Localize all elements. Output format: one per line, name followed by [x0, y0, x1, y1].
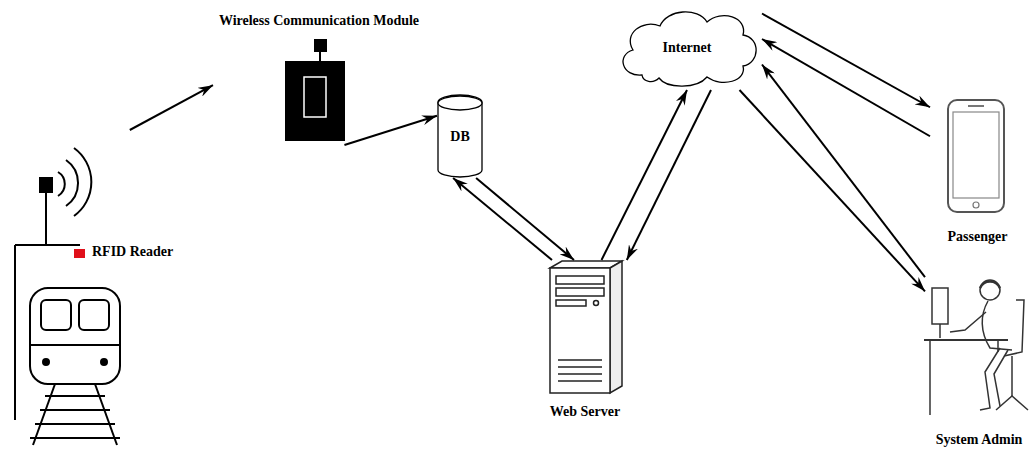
arm [950, 312, 986, 332]
sleeper [45, 395, 105, 397]
server-side [610, 261, 622, 393]
rail [95, 384, 117, 445]
phone-body [948, 100, 1004, 212]
sleeper [30, 437, 120, 439]
sleeper [40, 409, 110, 411]
node-label: Internet [663, 39, 712, 56]
leg [980, 348, 1000, 410]
system-admin: System Admin [925, 270, 1033, 448]
headlight [101, 359, 107, 365]
smartphone [948, 100, 1004, 212]
chair-base [996, 396, 1028, 410]
headset [980, 282, 1000, 288]
arrow-connector [602, 90, 688, 260]
node-label: DB [450, 128, 469, 145]
arrow-connector [762, 39, 930, 136]
arrow-connector [453, 178, 552, 260]
vent [558, 359, 602, 361]
rail [33, 384, 55, 445]
radio-wave [66, 160, 78, 206]
passenger-phone: Passenger [930, 100, 1025, 245]
admin-figure [924, 280, 1028, 415]
module-body [286, 62, 344, 140]
module-screen [304, 77, 326, 117]
module-antenna-stem [319, 51, 321, 62]
vent [558, 380, 602, 382]
train-window [79, 300, 109, 330]
phone-screen [953, 112, 999, 198]
monitor [932, 288, 948, 324]
monitor-stand [939, 324, 941, 338]
train-window [41, 300, 71, 330]
antenna [40, 178, 52, 192]
wireless-module [286, 40, 344, 140]
power-button [594, 301, 599, 306]
arrow-connector [130, 85, 213, 130]
arrow-connector [740, 90, 926, 291]
train-line [30, 344, 120, 346]
module-antenna [315, 40, 326, 51]
radio-wave [74, 148, 91, 216]
node-label: Wireless Communication Module [219, 12, 419, 29]
chair-post [1011, 356, 1013, 396]
server-tower [550, 261, 622, 393]
rfid-station: RFID Reader [5, 130, 200, 445]
radio-wave [58, 172, 65, 196]
node-label: RFID Reader [92, 243, 173, 260]
vent [558, 366, 602, 368]
vent [558, 373, 602, 375]
internet-cloud: Internet [612, 5, 762, 90]
rfid-reader [74, 249, 85, 258]
antenna-pole [45, 192, 47, 245]
web-server: Web Server [530, 260, 640, 420]
node-label: System Admin [936, 431, 1023, 448]
arrow-connector [476, 178, 574, 260]
arrow-connector [762, 14, 930, 108]
sleeper [35, 423, 115, 425]
node-label: Web Server [550, 403, 620, 420]
torso [982, 301, 1012, 350]
phone-speaker [968, 105, 984, 107]
phone-button [973, 202, 979, 208]
node-label: Passenger [948, 228, 1008, 245]
drive-bay [556, 300, 586, 306]
database-cylinder: DB [437, 95, 483, 178]
headlight [43, 359, 49, 365]
chair-back [1004, 300, 1024, 356]
drive-bay [556, 288, 604, 296]
leg [994, 350, 1008, 406]
train-body [30, 288, 120, 384]
rfid-station [15, 148, 120, 445]
wireless-module: Wireless Communication Module [213, 12, 425, 145]
server-front [550, 268, 610, 393]
reader-arm [15, 244, 80, 246]
drive-bay [556, 276, 604, 284]
arrow-connector [762, 65, 925, 278]
head [980, 280, 1000, 300]
desk-top [924, 339, 1008, 341]
arrow-connector [627, 90, 711, 260]
pole [14, 245, 16, 420]
arrow-connector [344, 116, 437, 145]
desk-leg [929, 340, 931, 415]
